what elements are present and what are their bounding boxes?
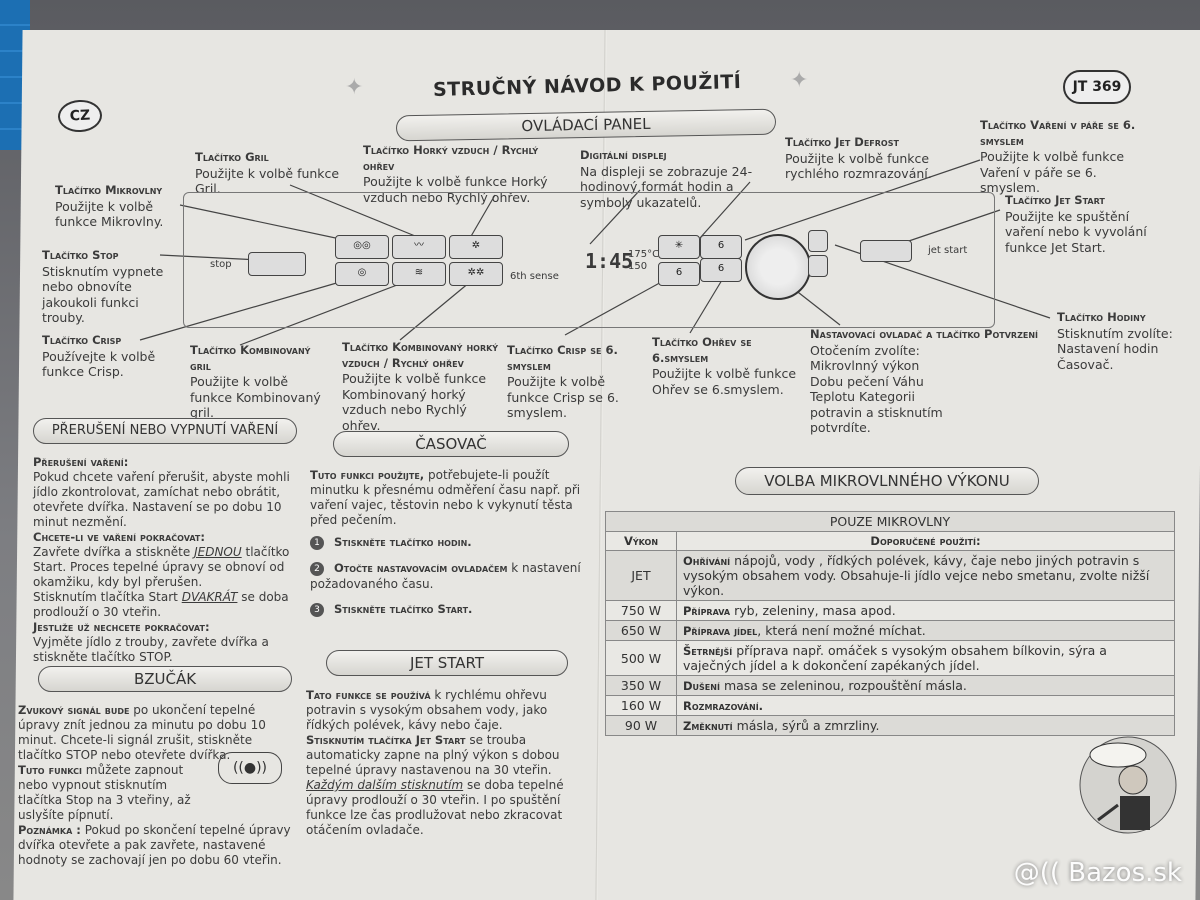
step-number: 1 [310, 535, 324, 550]
jet-start-label: jet start [928, 245, 968, 256]
jet-start-body: Tato funkce se používá k rychlému ohřevu… [306, 688, 564, 837]
display-small: 150 [628, 261, 648, 272]
bird-icon: ✦ [345, 75, 364, 100]
model-badge: JT 369 [1063, 70, 1131, 104]
stop-button [248, 252, 306, 276]
gril-button: 〰 [392, 235, 446, 259]
power-table: POUZE MIKROVLNY Výkon Doporučené použití… [605, 511, 1175, 736]
callout-ovladac: Nastavovací ovladač a tlačítko Potvrzení… [810, 327, 1039, 435]
table-title: POUZE MIKROVLNY [605, 511, 1175, 532]
display-sense: 6th sense [510, 271, 559, 282]
ohrev-6-button: 6 [700, 258, 742, 282]
table-header-vykon: Výkon [605, 531, 677, 551]
speaker-icon: ((●)) [218, 752, 282, 784]
section-bzucak: BZUČÁK [38, 666, 292, 692]
jet-defrost-button: ✳ [658, 235, 700, 259]
table-header-pouziti: Doporučené použití: [676, 531, 1175, 551]
kombinovany-horky-button: ✲✲ [449, 262, 503, 286]
kombinovany-gril-button: ≋ [392, 262, 446, 286]
jet-start-panel-button [860, 240, 912, 262]
crisp-6-button: 6 [658, 262, 700, 286]
stop-label: stop [210, 259, 232, 270]
step-number: 3 [310, 602, 324, 617]
crisp-button: ◎ [335, 262, 389, 286]
hodiny-button [808, 230, 828, 252]
watermark: @(( Bazos.sk [1013, 858, 1182, 888]
mikrovlny-button: ◎◎ [335, 235, 389, 259]
adjust-knob [745, 234, 811, 300]
display-temp: 175°C [628, 249, 660, 260]
control-panel-drawing [183, 192, 995, 328]
section-jet-start: JET START [326, 650, 568, 676]
casovac-intro: Tuto funkci použijte, potřebujete-li pou… [310, 468, 581, 527]
bird-icon: ✦ [790, 68, 809, 93]
section-preruseni: PŘERUŠENÍ NEBO VYPNUTÍ VAŘENÍ [33, 418, 297, 444]
horky-vzduch-button: ✲ [449, 235, 503, 259]
step-number: 2 [310, 561, 324, 576]
hodiny-button-lower [808, 255, 828, 277]
callout-kombinovany-horky: Tlačítko Kombinovaný horký vzduch / Rych… [342, 340, 499, 433]
vareni-v-pare-button: 6 [700, 235, 742, 259]
digital-display: 1:45 175°C 150 6th sense [510, 245, 659, 285]
section-volba-vykonu: VOLBA MIKROVLNNÉHO VÝKONU [735, 467, 1039, 495]
display-time: 1:45 [585, 249, 634, 273]
preruseni-body: Přerušení vaření: Pokud chcete vaření př… [33, 455, 290, 664]
section-casovac: ČASOVAČ [333, 431, 569, 457]
bzucak-body: Zvukový signál bude po ukončení tepelné … [18, 703, 291, 867]
chef-illustration [1079, 736, 1177, 834]
